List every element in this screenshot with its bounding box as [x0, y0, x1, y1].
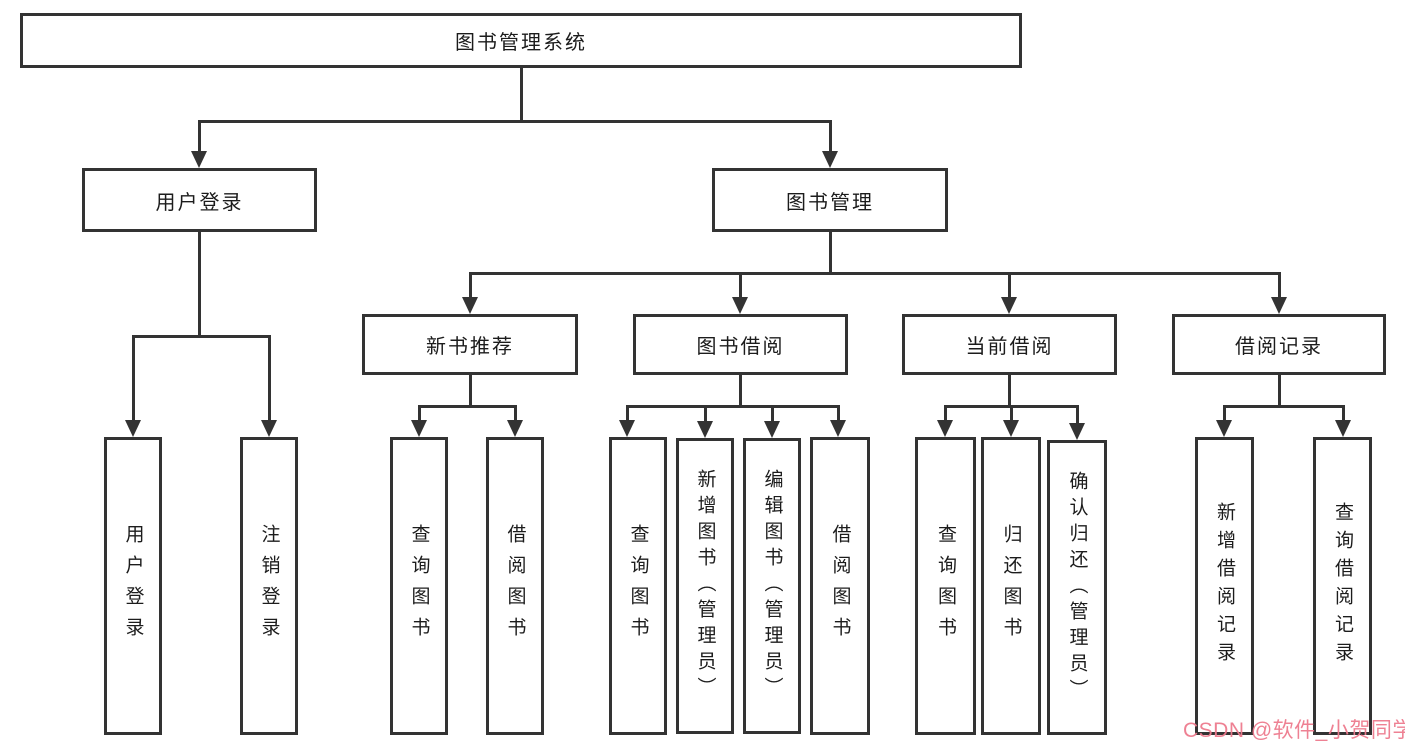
arrowhead	[1003, 420, 1019, 437]
connector-userlogin-rail	[132, 335, 271, 338]
connector-drop	[514, 405, 517, 421]
node-book-borrowing: 图书借阅	[633, 314, 848, 375]
arrowhead	[764, 421, 780, 438]
node-root-label: 图书管理系统	[455, 32, 587, 54]
connector-root-rail	[198, 120, 832, 123]
leaf-label: 注销登录	[258, 524, 280, 648]
connector-drop	[418, 405, 421, 421]
leaf-label: 查询借阅记录	[1332, 502, 1353, 670]
arrowhead-current	[1001, 297, 1017, 314]
arrowhead	[1069, 423, 1085, 440]
leaf-query-books-current: 查询图书	[915, 437, 976, 735]
connector-drop-book-management	[829, 120, 832, 156]
connector-drop-user-login	[198, 120, 201, 156]
arrowhead-leaf-login	[125, 420, 141, 437]
leaf-add-book-admin: 新增图书（管理员）	[676, 438, 734, 734]
connector-drop-leaf-login	[132, 335, 135, 423]
arrowhead-records	[1271, 297, 1287, 314]
connector-drop	[771, 405, 774, 421]
node-label: 图书借阅	[696, 336, 785, 358]
node-current-borrowing: 当前借阅	[902, 314, 1117, 375]
leaf-label: 新增借阅记录	[1214, 502, 1235, 670]
arrowhead	[1335, 420, 1351, 437]
leaf-return-books: 归还图书	[981, 437, 1041, 735]
connector-recommend-rail	[418, 405, 517, 408]
node-borrowing-records: 借阅记录	[1172, 314, 1386, 375]
leaf-label: 新增图书（管理员）	[694, 469, 716, 703]
leaf-edit-book-admin: 编辑图书（管理员）	[743, 438, 801, 734]
node-root: 图书管理系统	[20, 13, 1022, 68]
arrowhead-recommend	[462, 297, 478, 314]
leaf-query-borrow-record: 查询借阅记录	[1313, 437, 1372, 735]
node-label: 用户登录	[155, 191, 244, 214]
leaf-label: 归还图书	[1000, 524, 1022, 648]
connector-drop	[626, 405, 629, 421]
leaf-label: 借阅图书	[829, 524, 851, 648]
arrowhead-leaf-logout	[261, 420, 277, 437]
leaf-query-books-recommend: 查询图书	[390, 437, 448, 735]
arrowhead-book-management	[822, 151, 838, 168]
leaf-add-borrow-record: 新增借阅记录	[1195, 437, 1254, 735]
connector-drop	[1223, 405, 1226, 421]
connector-drop	[1076, 405, 1079, 425]
leaf-label: 用户登录	[122, 524, 144, 648]
leaf-logout: 注销登录	[240, 437, 298, 735]
connector-drop	[1342, 405, 1345, 421]
connector-drop	[1010, 405, 1013, 421]
arrowhead	[697, 421, 713, 438]
connector-bookmgmt-stem	[829, 232, 832, 272]
connector-drop	[704, 405, 707, 421]
connector-borrowing-stem	[739, 375, 742, 405]
arrowhead	[619, 420, 635, 437]
leaf-label: 借阅图书	[504, 524, 526, 648]
connector-recommend-stem	[469, 375, 472, 405]
leaf-label: 编辑图书（管理员）	[761, 469, 783, 703]
leaf-label: 查询图书	[627, 524, 649, 648]
connector-drop	[944, 405, 947, 421]
connector-current-stem	[1008, 375, 1011, 405]
connector-drop-records	[1278, 272, 1281, 300]
connector-borrowing-rail	[626, 405, 840, 408]
node-label: 借阅记录	[1235, 336, 1323, 358]
leaf-label: 确认归还（管理员）	[1066, 470, 1088, 705]
arrowhead	[1216, 420, 1232, 437]
node-label: 新书推荐	[426, 336, 514, 358]
leaf-user-login: 用户登录	[104, 437, 162, 735]
arrowhead	[411, 420, 427, 437]
leaf-label: 查询图书	[408, 524, 430, 648]
connector-drop-recommend	[469, 272, 472, 300]
leaf-label: 查询图书	[935, 524, 956, 648]
connector-records-stem	[1278, 375, 1281, 405]
connector-bookmgmt-rail	[469, 272, 1281, 275]
node-user-login-module: 用户登录	[82, 168, 317, 232]
node-label: 图书管理	[786, 191, 874, 214]
connector-drop-borrowing	[739, 272, 742, 300]
leaf-confirm-return-admin: 确认归还（管理员）	[1047, 440, 1107, 735]
connector-drop	[837, 405, 840, 421]
arrowhead-user-login	[191, 151, 207, 168]
connector-records-rail	[1223, 405, 1344, 408]
node-label: 当前借阅	[965, 336, 1054, 358]
arrowhead	[507, 420, 523, 437]
connector-drop-current	[1008, 272, 1011, 300]
connector-userlogin-stem	[198, 232, 201, 335]
leaf-borrow-books-recommend: 借阅图书	[486, 437, 544, 735]
arrowhead	[830, 420, 846, 437]
arrowhead	[937, 420, 953, 437]
connector-drop-leaf-logout	[268, 335, 271, 423]
leaf-borrow-books: 借阅图书	[810, 437, 870, 735]
node-new-book-recommend: 新书推荐	[362, 314, 578, 375]
node-book-management: 图书管理	[712, 168, 948, 232]
leaf-query-books-borrow: 查询图书	[609, 437, 667, 735]
csdn-watermark: CSDN @软件_小贺同学	[1183, 719, 1405, 742]
arrowhead-borrowing	[732, 297, 748, 314]
connector-root-stem	[520, 68, 523, 120]
